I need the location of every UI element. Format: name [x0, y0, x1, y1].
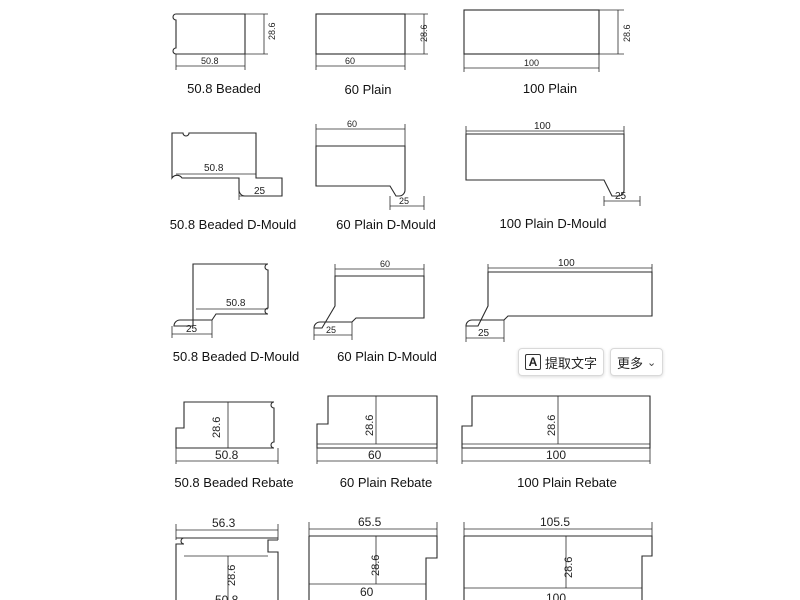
dim-label: 25 [326, 325, 336, 335]
dim-label: 100 [546, 448, 566, 462]
dim-label: 100 [524, 58, 539, 68]
dim-label: 28.6 [622, 24, 632, 42]
dim-label: 60 [368, 448, 382, 462]
dim-label: 28.6 [267, 22, 277, 40]
dim-label: 100 [558, 258, 575, 269]
dim-label: 50.8 [204, 163, 224, 174]
dim-label: 50.8 [226, 298, 246, 309]
profile-56-3-partial: 56.3 28.6 50.8 [175, 516, 279, 600]
caption-50-8-beaded-d-mould: 50.8 Beaded D-Mould [169, 217, 297, 232]
dim-label: 100 [546, 591, 566, 600]
caption-60-plain-d-mould: 60 Plain D-Mould [336, 217, 436, 232]
dim-label: 28.6 [563, 557, 575, 578]
dim-label: 25 [186, 324, 198, 335]
dim-label: 25 [615, 191, 627, 202]
profile-50-8-beaded-rebate: 28.6 50.8 [175, 401, 279, 464]
dim-label: 28.6 [546, 415, 558, 436]
caption-60-plain-d-mould-2: 60 Plain D-Mould [337, 349, 437, 364]
caption-50-8-beaded-d-mould-2: 50.8 Beaded D-Mould [172, 349, 300, 364]
profile-100-plain-d-mould: 100 25 [465, 121, 641, 206]
dim-label: 105.5 [540, 515, 570, 529]
dim-label: 60 [380, 259, 390, 269]
text-extract-icon: A [525, 354, 541, 370]
profile-100-plain-d-mould-2: 100 25 [465, 258, 653, 342]
profile-65-5-partial: 65.5 28.6 60 [308, 515, 438, 600]
dim-label: 50.8 [215, 593, 239, 600]
caption-50-8-beaded-rebate: 50.8 Beaded Rebate [174, 475, 294, 490]
dim-label: 28.6 [226, 565, 238, 586]
dim-label: 60 [360, 585, 374, 599]
chevron-down-icon: ⌄ [647, 356, 657, 369]
extract-text-label: 提取文字 [545, 355, 598, 371]
profile-50-8-beaded-d-mould-2: 50.8 25 [171, 263, 269, 338]
caption-100-plain-d-mould: 100 Plain D-Mould [499, 216, 607, 231]
floating-text-toolbar: A 提取文字 更多 ⌄ [518, 348, 664, 376]
profile-60-plain-d-mould: 60 25 [315, 119, 425, 210]
dim-label: 56.3 [212, 516, 236, 530]
dim-label: 25 [399, 196, 409, 206]
dim-label: 28.6 [211, 417, 223, 438]
profile-60-plain-rebate: 28.6 60 [316, 395, 438, 464]
more-button[interactable]: 更多 ⌄ [610, 348, 664, 376]
profile-50-8-beaded-d-mould: 50.8 25 [171, 132, 283, 200]
more-label: 更多 [617, 355, 644, 371]
profile-60-plain-d-mould-2: 60 25 [313, 259, 425, 340]
dim-label: 25 [254, 186, 266, 197]
profile-105-5-partial: 105.5 28.6 100 [463, 515, 653, 600]
dim-label: 50.8 [215, 448, 239, 462]
dim-label: 28.6 [364, 415, 376, 436]
caption-50-8-beaded: 50.8 Beaded [187, 81, 261, 96]
dim-label: 100 [534, 121, 551, 132]
dim-label: 60 [347, 119, 357, 129]
dim-label: 50.8 [201, 56, 219, 66]
profile-100-plain: 28.6 100 [463, 9, 632, 72]
dim-label: 60 [345, 56, 355, 66]
caption-100-plain: 100 Plain [522, 81, 578, 96]
dim-label: 25 [478, 328, 490, 339]
profile-100-plain-rebate: 28.6 100 [461, 395, 651, 464]
caption-60-plain: 60 Plain [344, 82, 392, 97]
extract-text-button[interactable]: A 提取文字 [518, 348, 605, 376]
caption-100-plain-rebate: 100 Plain Rebate [517, 475, 617, 490]
dim-label: 65.5 [358, 515, 382, 529]
dim-label: 28.6 [370, 555, 382, 576]
caption-60-plain-rebate: 60 Plain Rebate [339, 475, 433, 490]
profile-60-plain: 28.6 60 [315, 13, 429, 70]
profile-50-8-beaded: 28.6 50.8 [172, 13, 277, 70]
dim-label: 28.6 [419, 24, 429, 42]
